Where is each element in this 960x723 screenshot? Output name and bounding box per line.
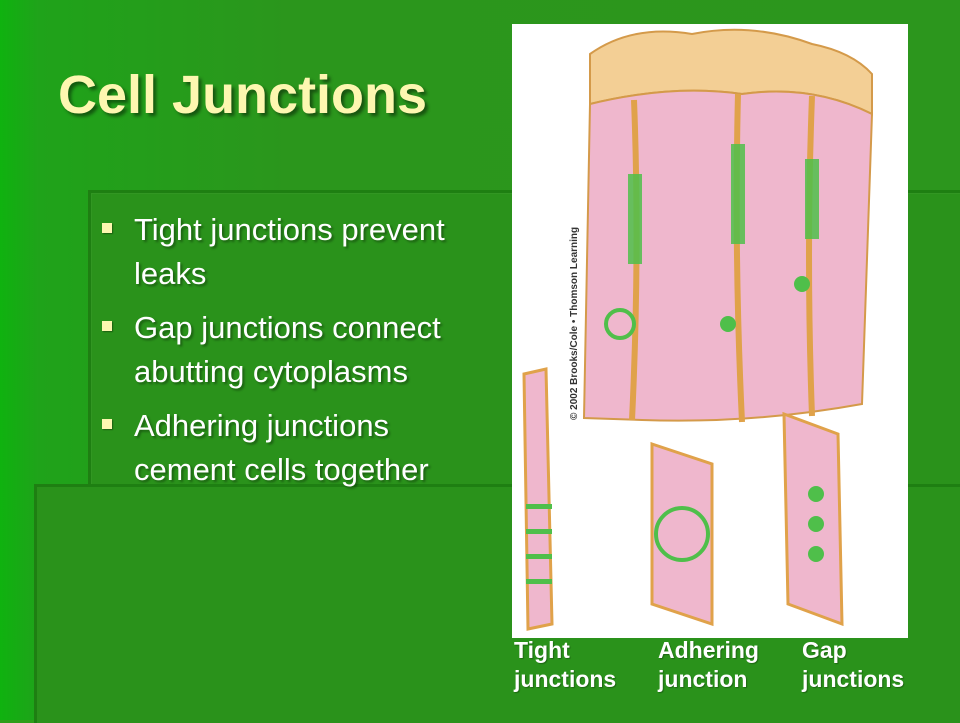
gap-junction-channels bbox=[808, 486, 824, 562]
tight-junction-strip bbox=[628, 174, 642, 264]
tight-junction-bands bbox=[526, 504, 552, 584]
bullet-text: Adhering junctions cement cells together bbox=[134, 408, 429, 487]
cell-block bbox=[582, 89, 874, 422]
cell-boundary bbox=[733, 93, 745, 423]
adhering-junction-plaque bbox=[654, 506, 710, 562]
square-bullet-icon bbox=[102, 321, 112, 331]
slide-title: Cell Junctions bbox=[58, 65, 428, 125]
square-bullet-icon bbox=[102, 223, 112, 233]
adhering-junction bbox=[604, 308, 636, 340]
image-credit: © 2002 Brooks/Cole • Thomson Learning bbox=[569, 200, 585, 420]
tight-junction-strip bbox=[731, 144, 745, 244]
credit-text: © 2002 Brooks/Cole • Thomson Learning bbox=[569, 226, 580, 420]
bullet-item: Tight junctions prevent leaks bbox=[100, 208, 480, 296]
bullet-item: Adhering junctions cement cells together bbox=[100, 404, 480, 492]
square-bullet-icon bbox=[102, 419, 112, 429]
epithelium-drawing bbox=[522, 28, 874, 631]
cell-junction-illustration bbox=[512, 24, 908, 638]
cell-boundary bbox=[806, 95, 815, 417]
adhering-junction-detail bbox=[650, 441, 714, 627]
caption-adhering-junction: Adhering junction bbox=[658, 637, 759, 692]
caption-tight-junctions: Tight junctions bbox=[514, 637, 617, 692]
tight-junction-strip bbox=[805, 159, 819, 239]
caption-gap-junctions: Gap junctions bbox=[802, 637, 905, 692]
bullet-item: Gap junctions connect abutting cytoplasm… bbox=[100, 306, 480, 394]
bullet-list: Tight junctions prevent leaks Gap juncti… bbox=[100, 208, 480, 502]
tight-junction-detail bbox=[522, 367, 554, 631]
bullet-text: Tight junctions prevent leaks bbox=[134, 212, 445, 291]
bullet-text: Gap junctions connect abutting cytoplasm… bbox=[134, 310, 441, 389]
gap-junction bbox=[720, 316, 736, 332]
gap-junction bbox=[794, 276, 810, 292]
